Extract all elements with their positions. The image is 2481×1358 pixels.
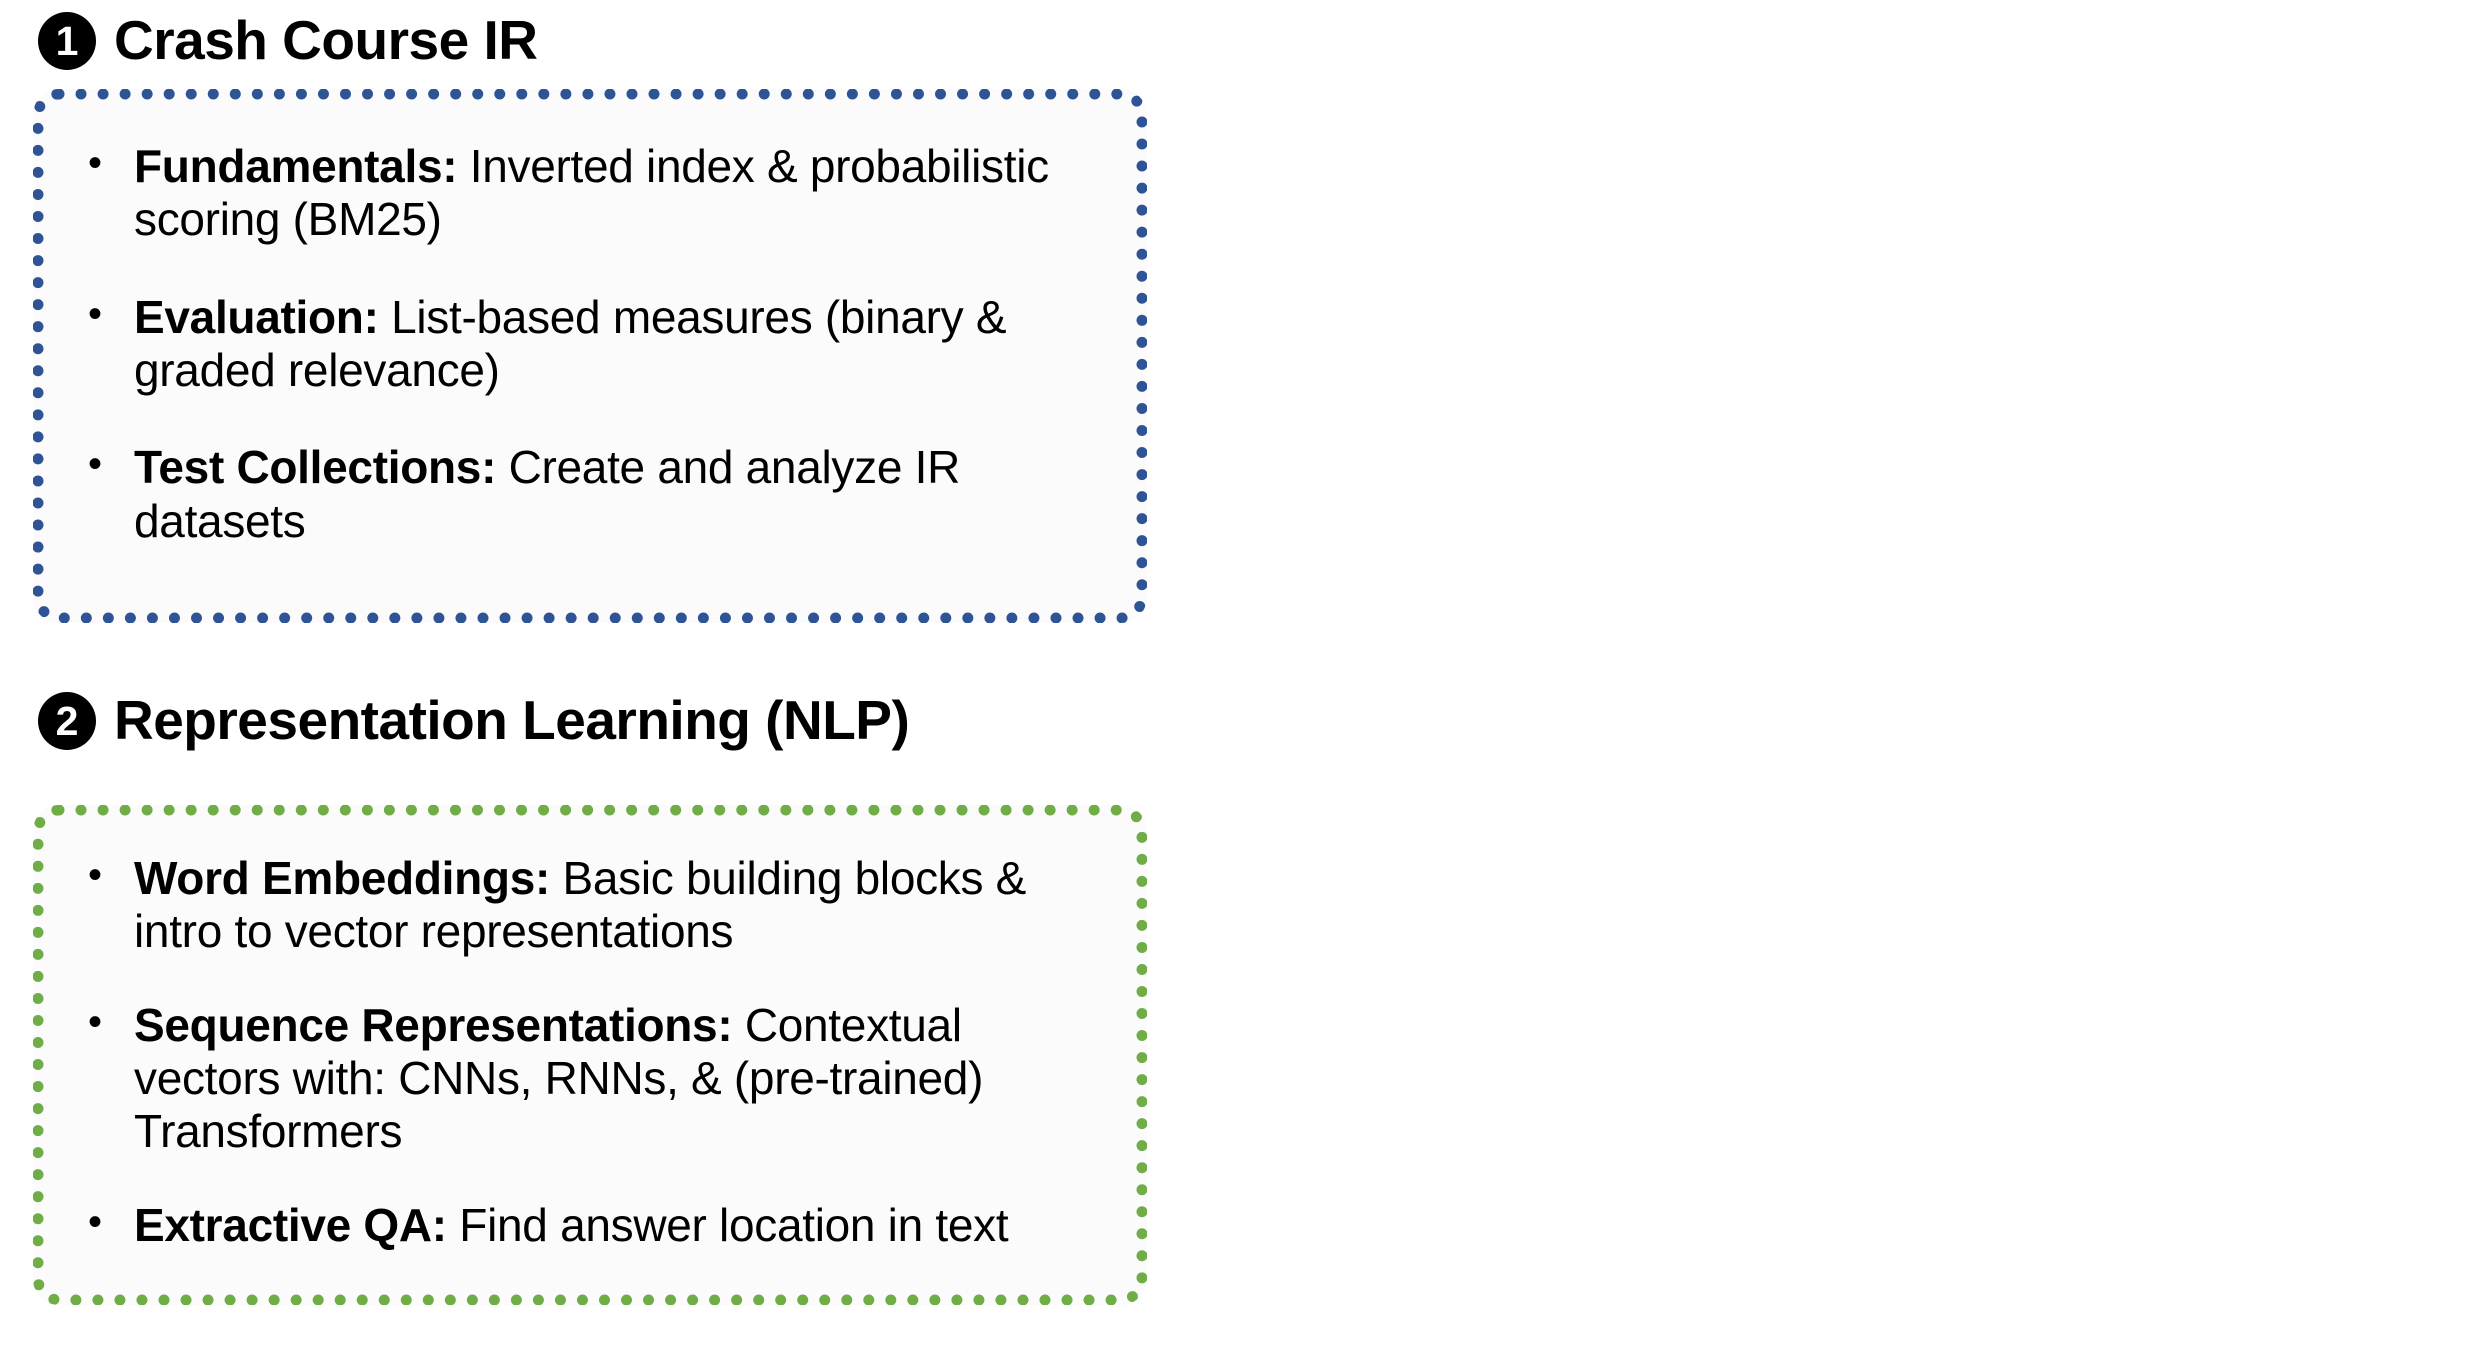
bullet-lead-fundamentals: Fundamentals: <box>134 140 458 192</box>
bullet-list-representation-learning: Word Embeddings: Basic building blocks &… <box>74 850 1108 1252</box>
section-title-crash-course-ir: Crash Course IR <box>114 9 538 72</box>
bullet-lead-test-collections: Test Collections: <box>134 441 497 494</box>
bullet-list-crash-course-ir: Fundamentals: Inverted index & probabili… <box>74 138 1102 548</box>
section-number-badge-1: 1 <box>38 12 96 70</box>
bullet-text-sequence-representations: Contextual vectors with: CNNs, RNNs, & (… <box>134 998 984 1158</box>
bullet-lead-word-embeddings: Word Embeddings: <box>134 852 551 904</box>
bullet-text-test-collections: Create and analyze IR datasets <box>134 441 960 547</box>
right-column: 3 Neural IR Re-ranking: From early begin… <box>1245 0 2481 1358</box>
section-heading-crash-course-ir: 1 Crash Course IR <box>38 9 538 72</box>
section-number-badge-2: 2 <box>38 692 96 750</box>
content-box-representation-learning: Word Embeddings: Basic building blocks &… <box>33 805 1147 1305</box>
left-column: 1 Crash Course IR Fundamentals: Inverted… <box>0 0 1245 1358</box>
section-title-representation-learning: Representation Learning (NLP) <box>114 689 910 752</box>
bullet-fundamentals: Fundamentals: Inverted index & probabili… <box>74 138 1102 247</box>
bullet-text-fundamentals: Inverted index & probabilistic scoring (… <box>134 140 1049 246</box>
bullet-sequence-representations: Sequence Representations: Contextual vec… <box>74 997 1108 1159</box>
bullet-lead-evaluation: Evaluation: <box>134 290 379 343</box>
bullet-test-collections: Test Collections: Create and analyze IR … <box>74 439 1102 548</box>
bullet-word-embeddings: Word Embeddings: Basic building blocks &… <box>74 850 1108 959</box>
section-heading-representation-learning: 2 Representation Learning (NLP) <box>38 689 910 752</box>
bullet-text-word-embeddings: Basic building blocks & intro to vector … <box>134 852 1027 958</box>
bullet-text-extractive-qa: Find answer location in text <box>446 1198 1009 1251</box>
bullet-extractive-qa: Extractive QA: Find answer location in t… <box>74 1197 1108 1252</box>
bullet-text-evaluation: List-based measures (binary & graded rel… <box>134 290 1007 397</box>
bullet-lead-sequence-representations: Sequence Representations: <box>134 998 733 1051</box>
bullet-lead-extractive-qa: Extractive QA: <box>134 1198 447 1251</box>
content-box-crash-course-ir: Fundamentals: Inverted index & probabili… <box>33 89 1147 623</box>
bullet-evaluation: Evaluation: List-based measures (binary … <box>74 289 1102 398</box>
